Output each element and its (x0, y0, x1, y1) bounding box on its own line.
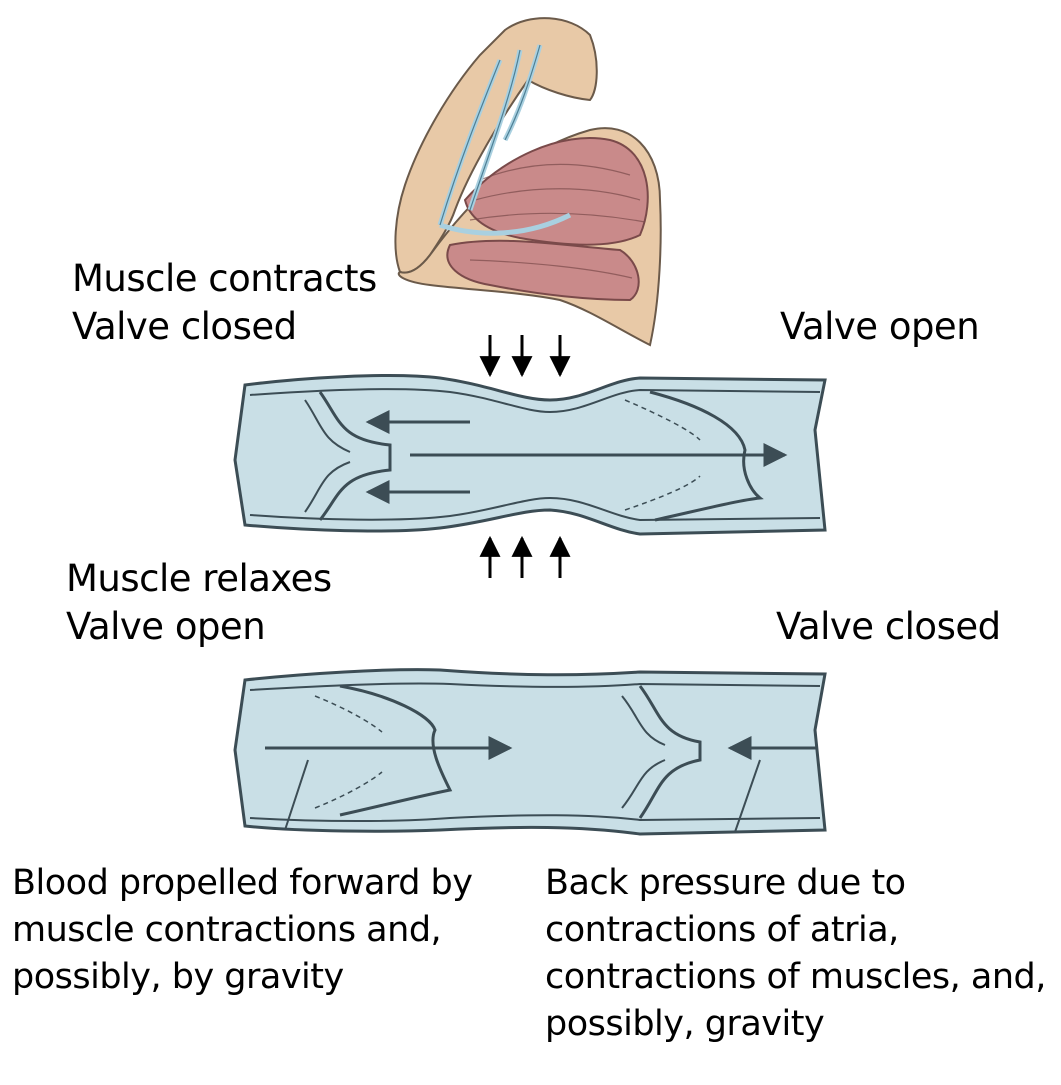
caption-back-pressure: Back pressure due to contractions of atr… (545, 860, 1046, 1048)
caption-line: possibly, by gravity (12, 954, 472, 1001)
caption-line: contractions of atria, (545, 907, 1046, 954)
label-line: Valve closed (776, 603, 1001, 651)
caption-blood-propelled: Blood propelled forward by muscle contra… (12, 860, 472, 1001)
label-line: Valve open (66, 603, 332, 651)
label-valve-closed-bottom: Valve closed (776, 603, 1001, 651)
biceps-muscle (465, 138, 648, 245)
caption-line: muscle contractions and, (12, 907, 472, 954)
caption-line: Back pressure due to (545, 860, 1046, 907)
vein-bottom-outline (235, 670, 825, 834)
vein-contracting (235, 376, 825, 534)
label-muscle-relaxes: Muscle relaxes Valve open (66, 555, 332, 651)
label-line: Muscle contracts (72, 255, 377, 303)
brachialis-muscle (447, 241, 638, 300)
label-line: Valve closed (72, 303, 377, 351)
vein-relaxed (235, 670, 825, 834)
caption-line: contractions of muscles, and, (545, 954, 1046, 1001)
caption-line: Blood propelled forward by (12, 860, 472, 907)
label-valve-open-top: Valve open (780, 303, 979, 351)
label-line: Muscle relaxes (66, 555, 332, 603)
caption-line: possibly, gravity (545, 1001, 1046, 1048)
label-line: Valve open (780, 303, 979, 351)
label-muscle-contracts: Muscle contracts Valve closed (72, 255, 377, 351)
flexed-arm-illustration (395, 18, 660, 345)
